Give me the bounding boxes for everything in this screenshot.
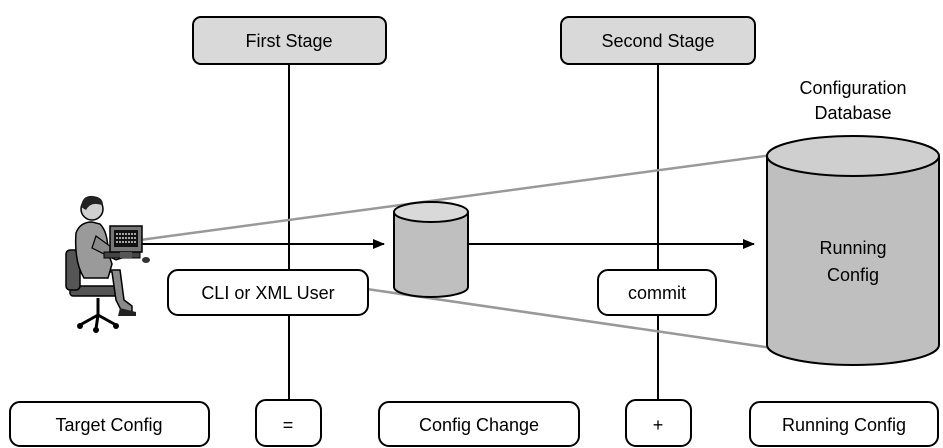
target-config-box: Target Config	[9, 401, 210, 447]
commit-label: commit	[628, 283, 686, 303]
configuration-database-label-line1: Configuration	[799, 78, 906, 98]
running-config-box: Running Config	[749, 401, 939, 447]
user-workstation-icon	[65, 195, 150, 333]
running-config-line1: Running	[819, 238, 886, 258]
second-stage-box: Second Stage	[560, 16, 756, 65]
commit-box: commit	[597, 269, 717, 316]
plus-sign: +	[653, 415, 664, 435]
equals-sign: =	[283, 415, 294, 435]
cli-xml-user-label: CLI or XML User	[201, 283, 334, 303]
projection-lines	[139, 153, 773, 350]
running-config-label: Running Config	[782, 415, 906, 435]
cli-xml-user-box: CLI or XML User	[167, 269, 369, 316]
first-stage-label: First Stage	[245, 31, 332, 51]
config-change-box: Config Change	[378, 401, 580, 447]
running-config-line2: Config	[827, 265, 879, 285]
running-config-database-icon: Running Config	[766, 135, 940, 366]
plus-box: +	[625, 399, 692, 447]
equals-box: =	[255, 399, 322, 447]
config-change-database-icon	[393, 201, 469, 298]
configuration-database-label-line2: Database	[814, 103, 891, 123]
target-config-label: Target Config	[55, 415, 162, 435]
second-stage-label: Second Stage	[601, 31, 714, 51]
first-stage-box: First Stage	[192, 16, 387, 65]
config-change-label: Config Change	[419, 415, 539, 435]
